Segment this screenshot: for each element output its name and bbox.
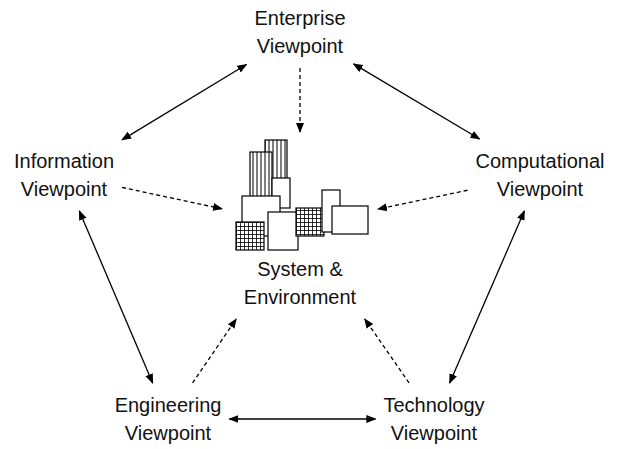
node-text: Computational Viewpoint xyxy=(476,147,605,203)
node-text: Enterprise Viewpoint xyxy=(254,4,345,60)
viewpoint-label: Engineering Viewpoint xyxy=(115,391,222,447)
node-text: System & Environment xyxy=(230,255,370,311)
viewpoint-label: Computational Viewpoint xyxy=(476,147,605,203)
dashed-arrow xyxy=(122,187,222,208)
dashed-arrow xyxy=(193,319,237,383)
double-arrow xyxy=(229,418,375,419)
node-text: Information Viewpoint xyxy=(14,147,114,203)
double-arrow xyxy=(79,211,152,383)
double-arrow xyxy=(354,64,480,139)
viewpoint-label: Technology Viewpoint xyxy=(383,391,484,447)
viewpoint-label: Information Viewpoint xyxy=(14,147,114,203)
dashed-arrow xyxy=(299,68,300,132)
dashed-arrow xyxy=(378,190,468,209)
system-node: System & Environment xyxy=(230,140,370,311)
dashed-arrow xyxy=(365,319,409,383)
buildings-illustration xyxy=(228,134,373,256)
viewpoint-label: Enterprise Viewpoint xyxy=(254,4,345,60)
node-text: Technology Viewpoint xyxy=(383,391,484,447)
double-arrow xyxy=(122,64,246,139)
double-arrow xyxy=(450,211,525,383)
node-text: Engineering Viewpoint xyxy=(115,391,222,447)
buildings xyxy=(236,140,368,250)
